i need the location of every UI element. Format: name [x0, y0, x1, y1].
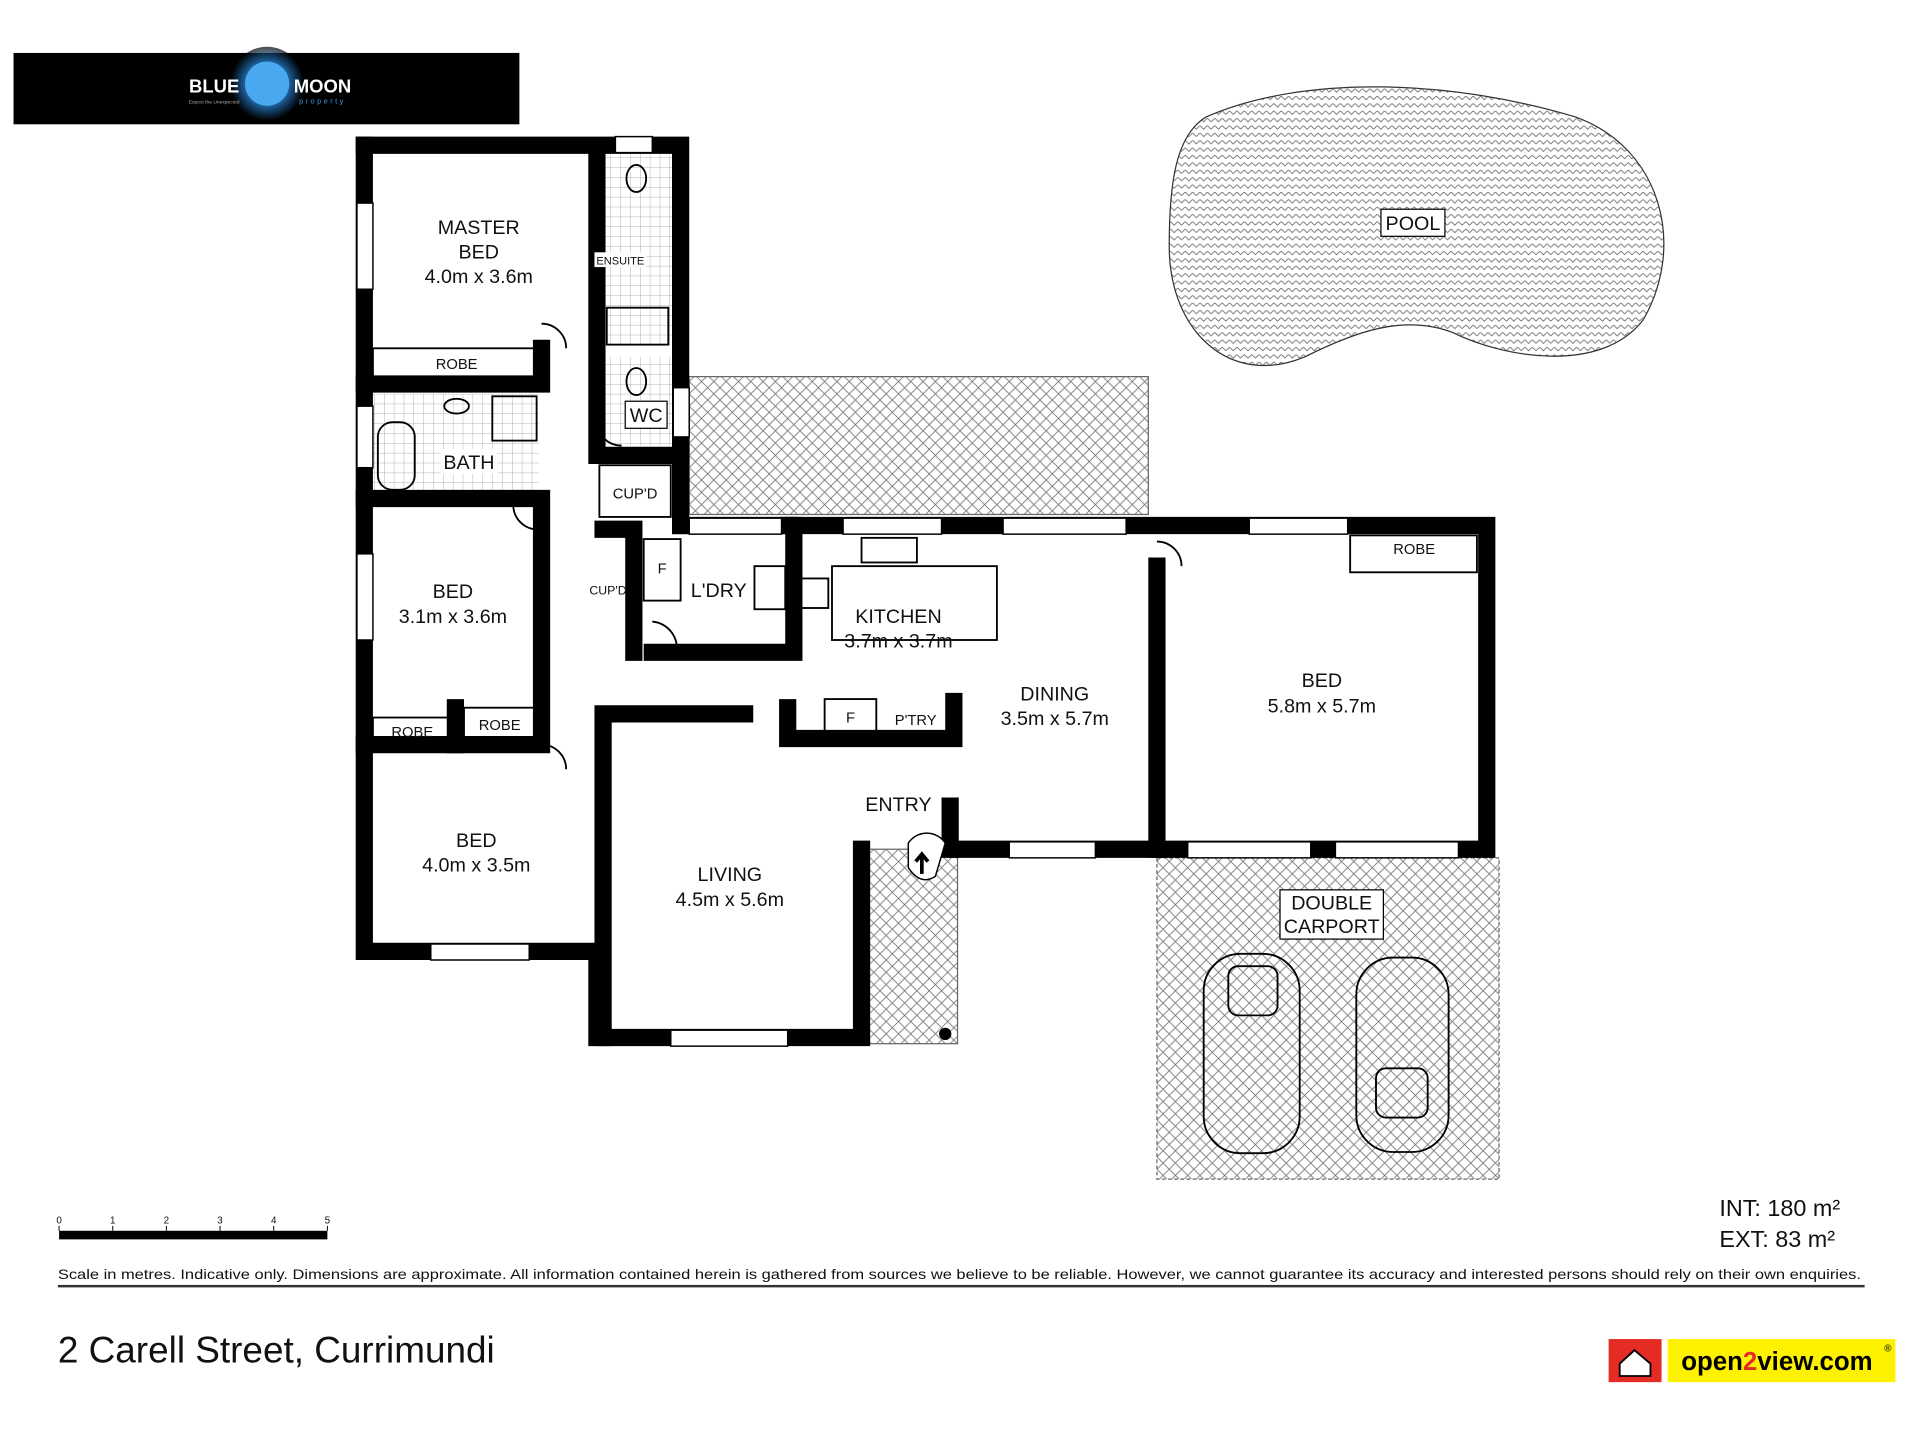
robe-label-4: ROBE [1393, 542, 1435, 558]
room-master-dims: 4.0m x 3.6m [425, 266, 533, 288]
cupboard-label: CUP'D [613, 486, 658, 502]
fixtures [372, 164, 1478, 881]
disclaimer: Scale in metres. Indicative only. Dimens… [58, 1267, 1861, 1282]
room-entry-label: ENTRY [865, 794, 931, 816]
scale-bar: 0 1 2 3 4 5 [56, 1215, 331, 1240]
open2view-logo: open2view.com ® [1608, 1339, 1896, 1383]
house-icon [1618, 1348, 1652, 1377]
robe-label-3: ROBE [479, 718, 521, 734]
divider [57, 1284, 1865, 1288]
pool: POOL [1168, 86, 1665, 367]
room-living-dims: 4.5m x 5.6m [676, 889, 784, 911]
pool-label: POOL [1386, 213, 1441, 235]
patio [688, 376, 1149, 516]
robe-label-2: ROBE [391, 725, 433, 741]
scale-tick: 4 [271, 1215, 277, 1226]
logo-sub: property [299, 96, 346, 105]
room-kitchen-label: KITCHEN [855, 606, 941, 628]
brand2-view: view.com [1757, 1348, 1872, 1376]
room-labels: MASTER BED 4.0m x 3.6m ENSUITE ROBE WC B… [391, 217, 1435, 940]
windows [356, 135, 1460, 1047]
room-bath-label: BATH [443, 452, 494, 474]
scale-tick: 0 [56, 1215, 62, 1226]
cars [1202, 952, 1450, 1155]
scale-tick: 5 [325, 1215, 331, 1226]
cupboard-label-2: CUP'D [589, 583, 626, 597]
porch [867, 848, 959, 1045]
room-wc-label: WC [630, 405, 663, 427]
svg-text:open2view.com: open2view.com [1681, 1348, 1872, 1376]
room-master-label2: BED [459, 241, 499, 263]
room-bed4-dims: 5.8m x 5.7m [1268, 696, 1376, 718]
room-bed4-label: BED [1302, 670, 1342, 692]
fridge-label: F [658, 562, 667, 578]
room-dining-label: DINING [1020, 683, 1089, 705]
blue-moon-logo: BLUE MOON property Expect the Unexpected [13, 46, 520, 125]
brand2-open: open [1681, 1348, 1743, 1376]
room-laundry-label: L'DRY [691, 580, 747, 602]
room-living-label: LIVING [698, 864, 763, 886]
logo-text-moon: MOON [294, 75, 351, 96]
carport-label-2: CARPORT [1284, 916, 1380, 938]
external-area: EXT: 83 m² [1719, 1226, 1835, 1252]
carport-label: DOUBLE [1291, 893, 1372, 915]
post-icon [939, 1027, 952, 1040]
brand2-two: 2 [1743, 1348, 1757, 1376]
room-bed3-dims: 4.0m x 3.5m [422, 854, 530, 876]
fridge-label-2: F [846, 710, 855, 726]
logo-text-blue: BLUE [189, 75, 239, 96]
entry-arrow-icon [914, 851, 930, 874]
room-bed3-label: BED [456, 830, 496, 852]
room-kitchen-dims: 3.7m x 3.7m [844, 630, 952, 652]
logo-tagline: Expect the Unexpected [189, 99, 240, 105]
robe-label: ROBE [436, 357, 478, 373]
pantry-label: P'TRY [895, 713, 937, 729]
room-master-label: MASTER [438, 217, 520, 239]
internal-area: INT: 180 m² [1719, 1195, 1840, 1221]
brand2-reg: ® [1884, 1343, 1892, 1354]
room-bed2-dims: 3.1m x 3.6m [399, 606, 507, 628]
property-address: 2 Carell Street, Currimundi [58, 1329, 495, 1370]
room-dining-dims: 3.5m x 5.7m [1001, 708, 1109, 730]
room-ensuite-label: ENSUITE [596, 256, 644, 268]
scale-tick: 1 [110, 1215, 115, 1226]
room-bed2-label: BED [433, 581, 473, 603]
scale-tick: 3 [217, 1215, 223, 1226]
scale-tick: 2 [164, 1215, 169, 1226]
